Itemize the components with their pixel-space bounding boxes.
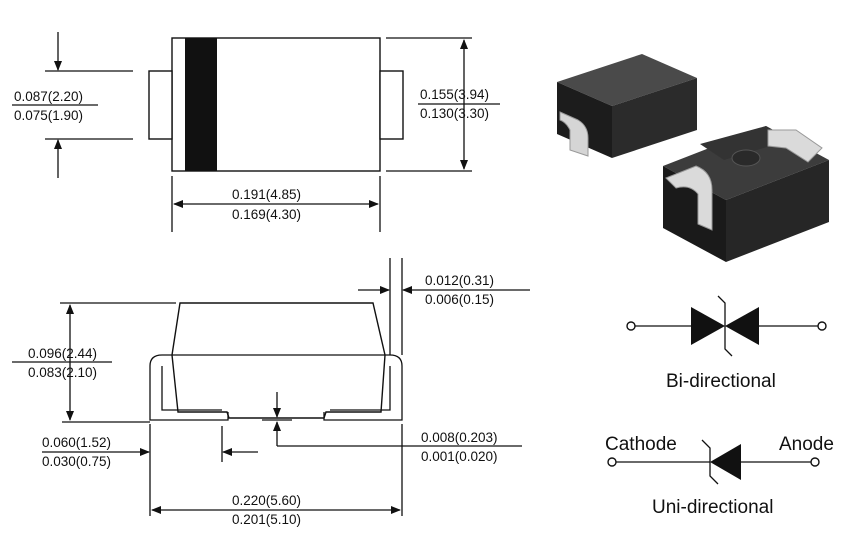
package-photo xyxy=(557,54,829,262)
unidirectional-symbol: Cathode Anode Uni-directional xyxy=(605,434,834,518)
side-lead-length-max: 0.060(1.52) xyxy=(42,435,111,450)
side-lead-thickness-max: 0.012(0.31) xyxy=(425,273,494,288)
left-lead xyxy=(149,354,229,421)
right-terminal xyxy=(379,70,404,140)
top-width-min: 0.130(3.30) xyxy=(420,106,489,121)
side-view-body xyxy=(171,302,386,419)
side-view: 0.012(0.31) 0.006(0.15) 0.096(2.44) 0.08… xyxy=(12,258,530,527)
unidirectional-label: Uni-directional xyxy=(652,497,773,518)
top-view: 0.087(2.20) 0.075(1.90) 0.155(3.94) 0.13… xyxy=(12,32,500,232)
cathode-band xyxy=(185,38,217,171)
cathode-label: Cathode xyxy=(605,434,677,455)
top-length-min: 0.169(4.30) xyxy=(232,207,301,222)
top-width-max: 0.155(3.94) xyxy=(420,87,489,102)
side-height-min: 0.083(2.10) xyxy=(28,365,97,380)
right-lead xyxy=(323,354,403,421)
anode-label: Anode xyxy=(779,434,834,455)
side-standoff-max: 0.008(0.203) xyxy=(421,430,498,445)
bidirectional-label: Bi-directional xyxy=(666,371,776,392)
side-overall-length-max: 0.220(5.60) xyxy=(232,493,301,508)
side-standoff-min: 0.001(0.020) xyxy=(421,449,498,464)
left-terminal xyxy=(148,70,173,140)
side-overall-length-min: 0.201(5.10) xyxy=(232,512,301,527)
top-height-max: 0.087(2.20) xyxy=(14,89,83,104)
top-length-max: 0.191(4.85) xyxy=(232,187,301,202)
bidirectional-symbol: Bi-directional xyxy=(626,295,827,392)
side-lead-length-min: 0.030(0.75) xyxy=(42,454,111,469)
side-lead-thickness-min: 0.006(0.15) xyxy=(425,292,494,307)
side-height-max: 0.096(2.44) xyxy=(28,346,97,361)
top-height-min: 0.075(1.90) xyxy=(14,108,83,123)
